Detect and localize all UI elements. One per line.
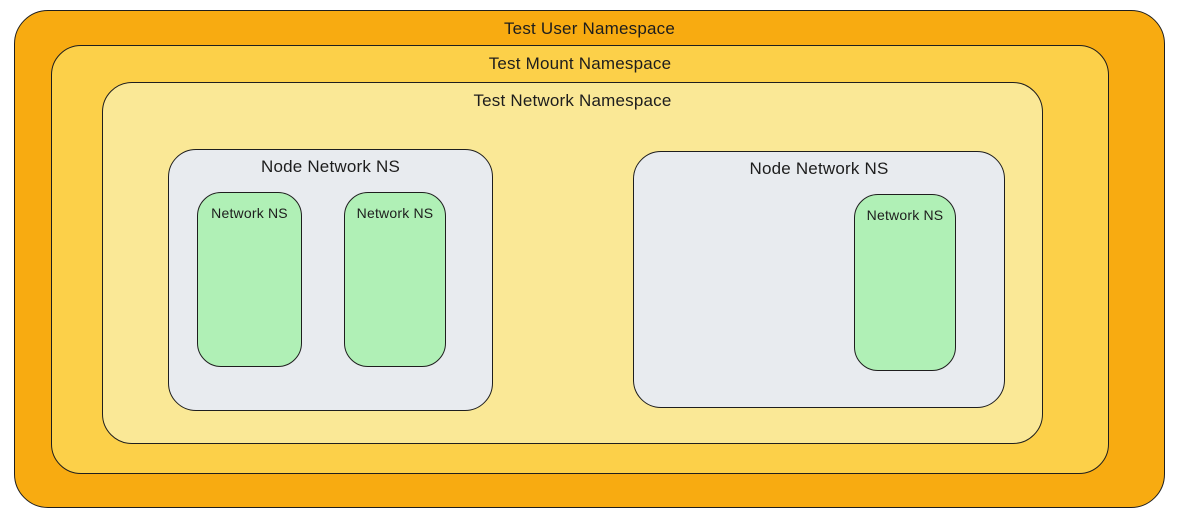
user-namespace-box: Test User Namespace Test Mount Namespace… (14, 10, 1165, 508)
mount-namespace-box: Test Mount Namespace Test Network Namesp… (51, 45, 1109, 474)
network-namespace-box: Test Network Namespace Node Network NS N… (102, 82, 1043, 444)
node-network-ns-right-label: Node Network NS (749, 159, 889, 178)
network-namespace-label: Test Network Namespace (473, 91, 672, 110)
network-ns-label-1: Network NS (211, 205, 288, 221)
network-ns-box-2: Network NS (344, 192, 446, 367)
network-ns-box-3: Network NS (854, 194, 956, 371)
user-namespace-label: Test User Namespace (503, 19, 676, 38)
mount-namespace-label: Test Mount Namespace (488, 54, 672, 73)
network-ns-label-3: Network NS (866, 207, 944, 223)
node-network-ns-right-box: Node Network NS Network NS (633, 151, 1005, 408)
node-network-ns-left-label: Node Network NS (260, 157, 401, 176)
node-network-ns-left-box: Node Network NS Network NS Network NS (168, 149, 493, 411)
network-ns-box-1: Network NS (197, 192, 302, 367)
network-ns-label-2: Network NS (356, 205, 434, 221)
